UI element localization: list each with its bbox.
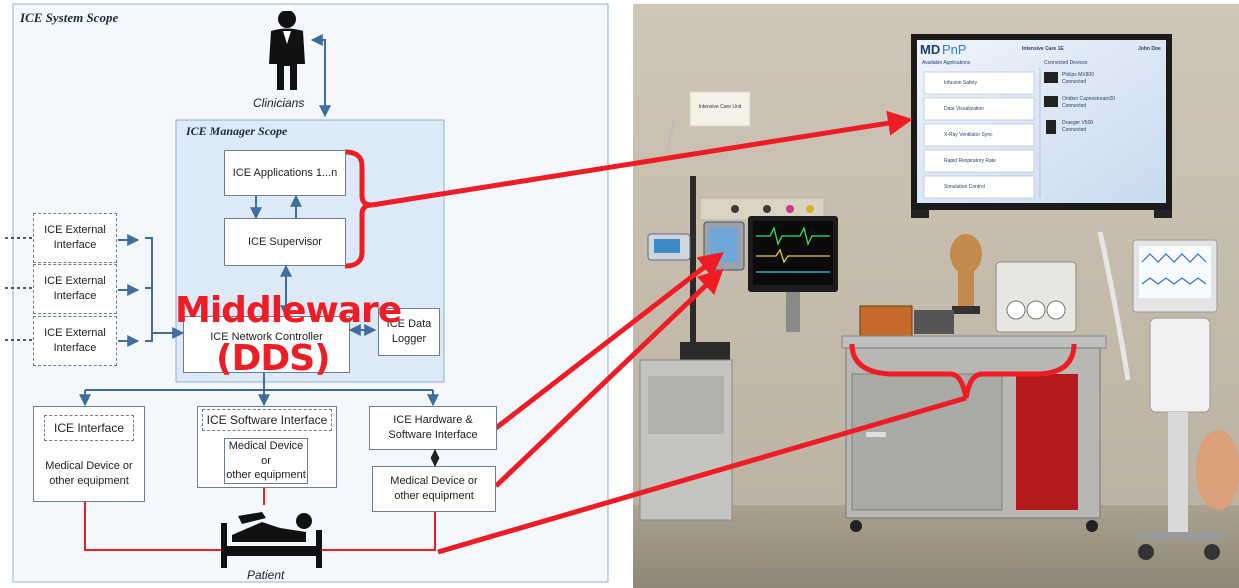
mannequin-head [950, 234, 982, 274]
lab-photo [633, 4, 1239, 588]
screen-logo-md: MD [920, 42, 941, 57]
device1-label-1: Medical Device or [45, 460, 133, 473]
device2-label-1: Medical Device or [228, 439, 304, 467]
ice-interface-box: ICE Interface [44, 415, 134, 441]
screen-devices-header: Connected Devices [1044, 60, 1088, 66]
screen-device-name: Draeger V500 [1062, 120, 1094, 126]
external-interface-label-1: ICE External [44, 275, 106, 288]
dds-label: (DDS) [216, 338, 331, 379]
device3-box: Medical Device or other equipment [372, 466, 496, 512]
manager-scope-title: ICE Manager Scope [186, 124, 288, 138]
vent-body [1149, 317, 1211, 413]
device3-label-2: other equipment [394, 490, 474, 502]
network-controller-label: ICE Network Controller [210, 331, 323, 343]
data-logger-box: ICE Data Logger [378, 308, 440, 356]
tv-device-icons [1044, 72, 1058, 134]
screen-app-item: Simulation Control [944, 184, 985, 190]
wall-sign-text: Intensive Care Unit [698, 104, 742, 110]
hw-sw-interface-box: ICE Hardware & Software Interface [369, 406, 497, 450]
external-interface-box: ICE External Interface [33, 316, 117, 366]
patient-links [84, 488, 436, 551]
external-interface-box: ICE External Interface [33, 213, 117, 263]
supervisor-label: ICE Supervisor [248, 235, 322, 248]
ice-interface-label: ICE Interface [53, 420, 125, 435]
device3-label-1: Medical Device or [390, 475, 478, 488]
software-interface-box: ICE Software Interface [202, 409, 332, 431]
screen-apps-header: Available Applications [922, 60, 971, 66]
external-interface-label-2: Interface [53, 342, 97, 354]
cart-device [859, 305, 913, 337]
applications-label: ICE Applications 1...n [232, 166, 338, 179]
red-mapping-arrows [371, 110, 967, 555]
device2-box: Medical Device or other equipment [224, 438, 308, 484]
cart-top [841, 335, 1107, 349]
network-controller-box: ICE Network Controller [183, 316, 350, 373]
system-scope-title: ICE System Scope [20, 10, 119, 25]
screen-app-item: X-Ray Ventilator Sync [944, 132, 993, 138]
screen-device-status: Connected [1062, 127, 1087, 133]
screen-app-item: Rapid Respiratory Rate [944, 158, 996, 164]
external-interface-label-1: ICE External [44, 224, 106, 237]
screen-device-name: Oridion Capnostream20 [1062, 96, 1116, 102]
data-logger-label-1: ICE Data [386, 318, 432, 331]
tv-app-rows [923, 71, 1035, 199]
patient-bed-icon [221, 512, 322, 568]
external-interface-box: ICE External Interface [33, 264, 117, 314]
screen-logo-pnp: PnP [942, 42, 967, 57]
supervisor-box: ICE Supervisor [224, 218, 346, 266]
screen-user: John Doe [1138, 46, 1161, 52]
hw-sw-label-2: Software Interface [388, 429, 478, 441]
external-interface-label-2: Interface [53, 290, 97, 302]
device1-box: Medical Device or other equipment [34, 452, 144, 496]
middleware-label: Middleware [175, 290, 402, 331]
patient-label: Patient [247, 568, 285, 582]
screen-app-item: Data Visualization [944, 106, 984, 112]
external-interface-label-1: ICE External [44, 327, 106, 340]
screen-device-status: Connected [1062, 79, 1087, 85]
screen-device-name: Philips MX800 [1062, 72, 1094, 78]
wall-sign [689, 91, 751, 127]
screen-device-status: Connected [1062, 103, 1087, 109]
screen-unit: Intensive Care 1E [1022, 46, 1064, 52]
applications-box: ICE Applications 1...n [224, 150, 346, 196]
device1-label-2: other equipment [49, 475, 129, 487]
software-interface-label: ICE Software Interface [206, 412, 328, 427]
data-logger-label-2: Logger [391, 333, 427, 345]
diagram-connectors [79, 34, 439, 407]
external-interface-label-2: Interface [53, 239, 97, 251]
clinician-icon [269, 6, 305, 90]
device2-label-2: other equipment [226, 469, 306, 482]
external-dashed-links [5, 237, 32, 341]
hw-sw-label-1: ICE Hardware & [393, 414, 473, 427]
clinicians-label: Clinicians [253, 96, 305, 110]
ventilator-device [995, 261, 1077, 333]
screen-app-item: Infusion Safety [944, 80, 978, 86]
